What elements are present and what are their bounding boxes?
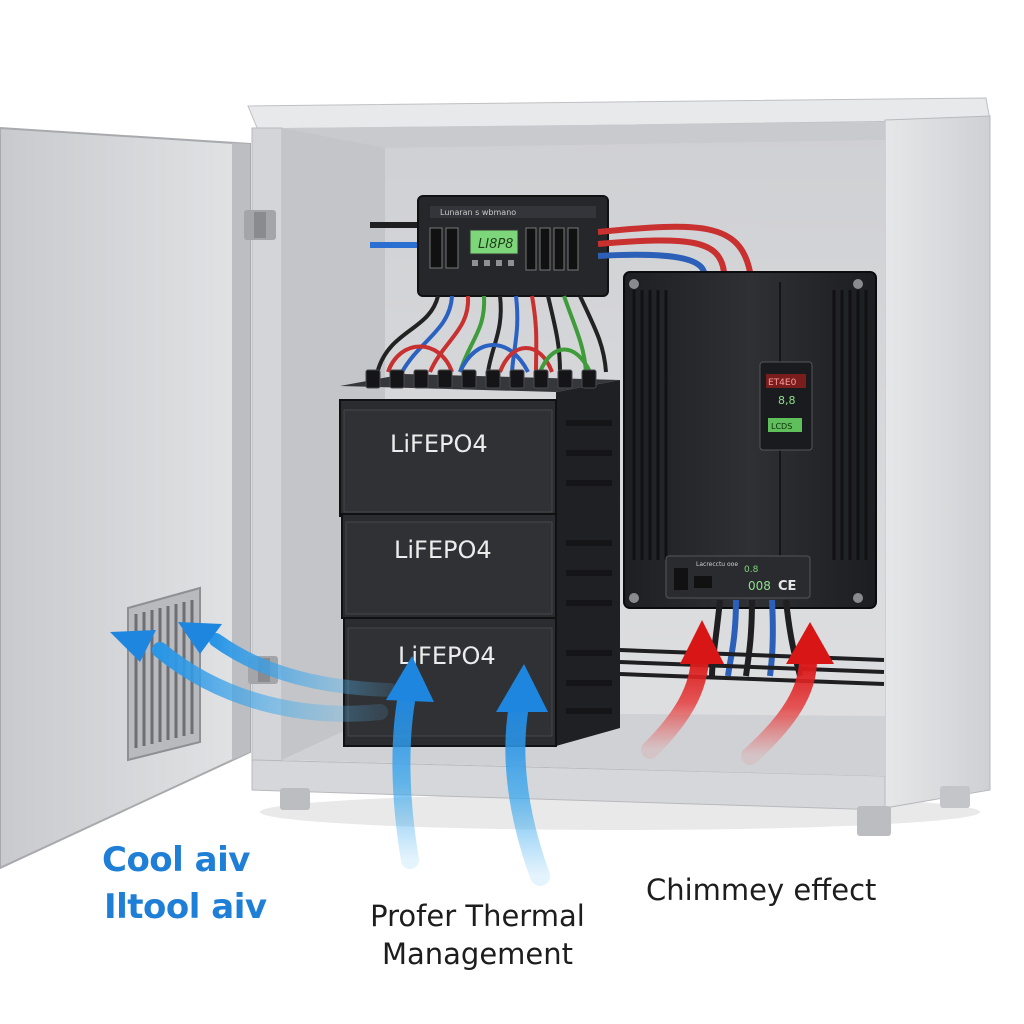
warm-air-arrows — [641, 620, 834, 765]
cool-air-arrow-icon — [386, 656, 434, 869]
inverter-panel-text: Lacrecctu ooe — [696, 561, 738, 568]
cool-air-arrow-icon — [496, 664, 550, 886]
bms-display — [469, 229, 519, 255]
bms-title: Lunaran s wbmano — [440, 208, 516, 217]
cool-air-arrow-icon — [178, 622, 397, 697]
thermal-label-1: Profer Thermal — [370, 899, 585, 933]
battery-cables — [376, 295, 608, 373]
inverter-display-top: ET4E0 — [768, 378, 797, 388]
inverter-unit: ET4E0 8,8 LCDS Lacrecctu ooe 0.8 008 CE — [619, 271, 885, 686]
thermal-label-2: Management — [381, 937, 574, 971]
cool-air-arrow-icon — [110, 630, 388, 722]
ce-mark-icon: CE — [778, 579, 796, 594]
warm-air-arrow-icon — [641, 620, 724, 759]
battery-module-label: LiFEPO4 — [390, 430, 488, 458]
warm-air-arrow-icon — [741, 622, 834, 765]
battery-module-label: LiFEPO4 — [394, 536, 492, 564]
battery-module-2: LiFEPO4 — [341, 513, 557, 619]
cool-air-arrows — [110, 622, 550, 886]
chimney-effect-label: Chimmey effect — [646, 873, 877, 907]
bms-display-text: LI8P8 — [478, 237, 513, 252]
inverter-panel-digits: 0.8 — [744, 565, 759, 575]
inverter-panel-code: 008 — [748, 579, 771, 593]
inverter-display-mid: 8,8 — [778, 394, 796, 407]
bms-controller: Lunaran s wbmano LI8P8 — [370, 195, 753, 297]
inverter-display-bottom: LCDS — [771, 422, 792, 431]
cabinet-door[interactable] — [0, 126, 278, 870]
battery-module-1: LiFEPO4 — [339, 399, 557, 517]
cool-air-label-1: Cool aiv — [102, 840, 250, 880]
cool-air-label-2: Iltool aiv — [104, 887, 267, 927]
